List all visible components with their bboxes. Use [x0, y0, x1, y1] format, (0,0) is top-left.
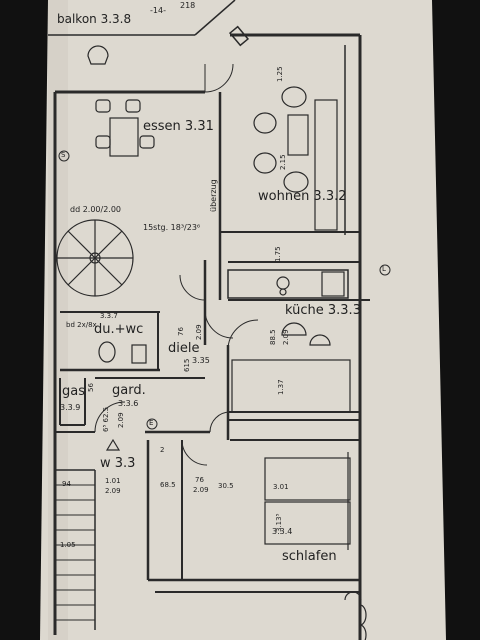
dim-94: 94	[62, 480, 71, 488]
dim-bad: bd 2x/8x	[66, 321, 97, 329]
door-swings	[94, 63, 259, 466]
dim-215: 2.15	[279, 154, 287, 170]
symbol-s: S	[61, 151, 66, 159]
ueberzug-label: überzug	[209, 179, 218, 212]
paper-sheet	[40, 0, 446, 640]
symbol-circles	[58, 150, 391, 430]
dim-209-a: 2.09	[195, 324, 203, 340]
room-label-wohnen: wohnen 3.3.2	[258, 189, 347, 204]
room-number-gard: 3.3.6	[118, 399, 139, 408]
room-label-gas: gas	[62, 384, 85, 399]
room-number-diele: 3.35	[192, 356, 210, 365]
dim-mid: 6⁵ 62.5	[102, 406, 110, 432]
arrow-triangle	[105, 438, 121, 451]
room-label-balkon: balkon 3.3.8	[57, 12, 132, 26]
dim-685: 68.5	[160, 481, 176, 489]
top-dim-b: 218	[180, 1, 196, 10]
walls	[53, 33, 370, 640]
dim-56: 56	[87, 383, 95, 392]
dim-209-d: 2.09	[105, 487, 121, 495]
dim-209-b: 2.09	[282, 329, 290, 345]
dim-76-a: 76	[177, 327, 185, 336]
dim-137: 1.37	[277, 379, 285, 395]
dd-note: dd 2.00/2.00	[70, 205, 122, 214]
stair-spec: 15stg. 18³/23⁶	[143, 223, 201, 232]
dim-105: 1.05	[60, 541, 76, 549]
room-label-w: w 3.3	[100, 456, 136, 471]
dim-209-e: 2.09	[193, 486, 209, 494]
dim-3135: 3.13⁵	[275, 513, 283, 532]
room-label-schlafen: schlafen	[282, 549, 337, 564]
balcony-railing	[48, 0, 250, 47]
dim-885: 88.5	[269, 329, 277, 345]
paper-shade	[48, 0, 68, 640]
dim-76-b: 76	[195, 476, 204, 484]
room-number-gas: 3.3.9	[60, 403, 81, 412]
room-label-diele: diele	[168, 341, 200, 356]
dim-615: 615	[183, 358, 191, 372]
top-dim-a: -14-	[150, 6, 166, 15]
stair-treads	[55, 484, 95, 621]
symbol-l: L	[382, 265, 386, 273]
symbol-2: 2	[160, 446, 165, 454]
room-label-essen: essen 3.31	[143, 119, 214, 134]
symbol-e: E	[149, 419, 154, 427]
room-number-schlafen: 3.3.4	[272, 527, 293, 536]
dim-125: 1.25	[276, 66, 284, 82]
dim-175: 1.75	[274, 246, 282, 262]
dim-209-c: 2.09	[117, 412, 125, 428]
furniture	[87, 45, 367, 640]
room-label-du-wc: du.+wc	[94, 322, 144, 337]
room-number-du-wc: 3.3.7	[100, 312, 118, 320]
spiral-staircase	[56, 219, 134, 297]
dim-101: 1.01	[105, 477, 121, 485]
dim-301: 3.01	[273, 483, 289, 491]
room-label-gard: gard.	[112, 383, 146, 398]
room-label-kueche: küche 3.3.3	[285, 303, 361, 318]
dim-30: 30.5	[218, 482, 234, 490]
